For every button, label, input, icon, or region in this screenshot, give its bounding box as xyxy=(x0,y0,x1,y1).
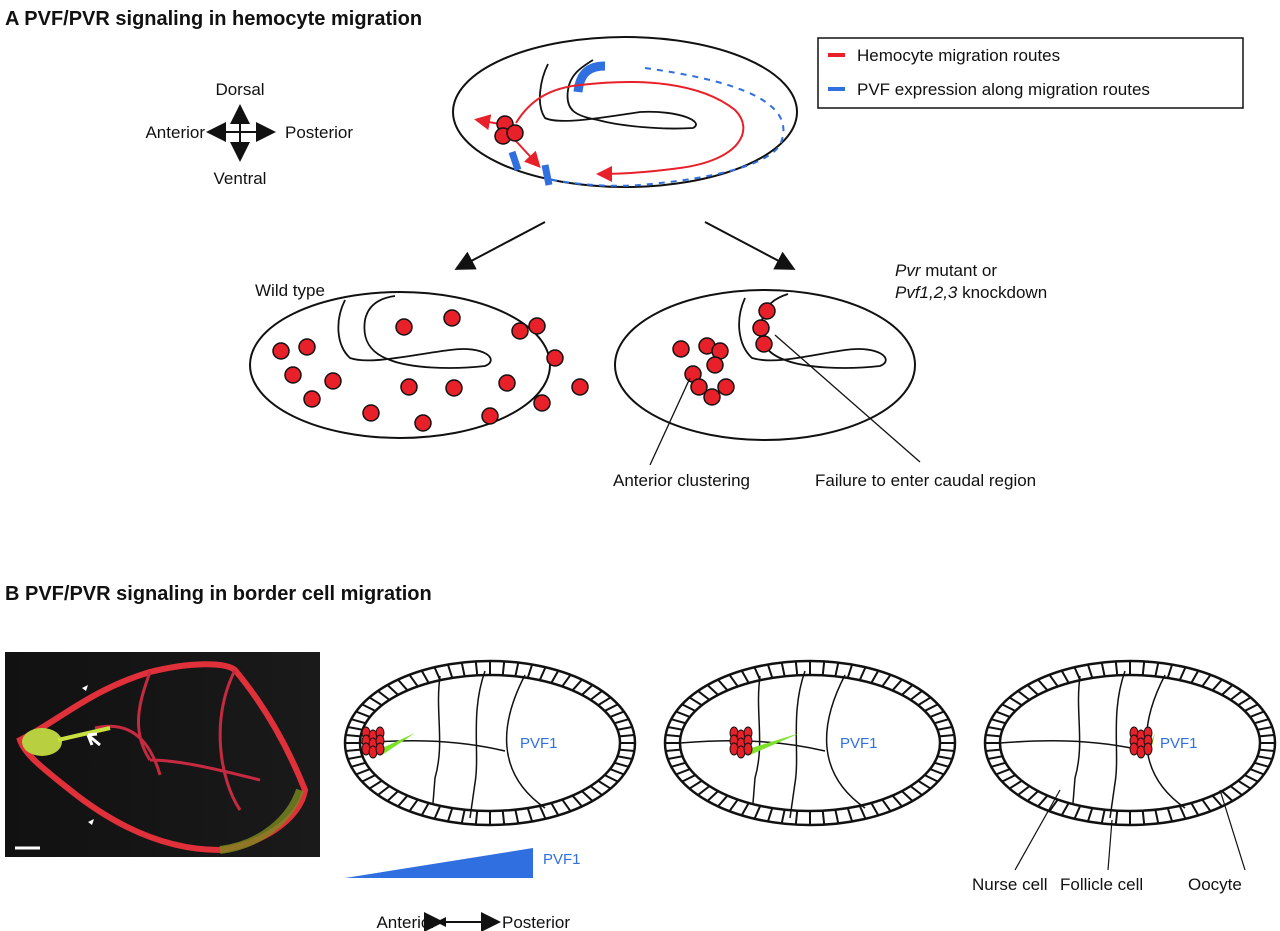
pvf1-label: PVF1 xyxy=(1160,735,1198,752)
egg-chamber-2: PVF1 xyxy=(663,659,957,827)
cell-labels: Nurse cell Follicle cell Oocyte xyxy=(972,789,1246,894)
hemocyte xyxy=(400,378,418,396)
pvf-gradient: PVF1 xyxy=(345,848,581,878)
panel-b-title: B PVF/PVR signaling in border cell migra… xyxy=(5,583,432,605)
hemocyte xyxy=(511,322,529,340)
pvf1-label: PVF1 xyxy=(520,735,558,752)
border-cell xyxy=(743,742,753,756)
egg-chamber-3: PVF1 xyxy=(983,659,1277,827)
hemocyte xyxy=(752,319,770,337)
compass-dorsal: Dorsal xyxy=(215,80,264,99)
hemocyte xyxy=(706,356,724,374)
hemocyte xyxy=(395,318,413,336)
hemocyte xyxy=(703,388,721,406)
hemocyte xyxy=(755,335,773,353)
border-cell xyxy=(1143,742,1153,756)
micrograph xyxy=(5,652,320,857)
hemocyte xyxy=(690,378,708,396)
hemocyte xyxy=(481,407,499,425)
label-nurse-cell: Nurse cell xyxy=(972,875,1048,894)
border-cell-process xyxy=(748,733,800,755)
compass-anterior: Anterior xyxy=(145,123,205,142)
hemocyte xyxy=(298,338,316,356)
hemocyte xyxy=(284,366,302,384)
hemocyte xyxy=(717,378,735,396)
arrow-to-wild-type xyxy=(454,221,546,270)
hemocyte xyxy=(498,374,516,392)
hemocyte xyxy=(546,349,564,367)
border-cell-process xyxy=(380,733,415,755)
hemocyte xyxy=(758,302,776,320)
embryo-mutant xyxy=(614,289,921,466)
ap-axis: Anterior Posterior xyxy=(376,912,570,931)
gradient-label: PVF1 xyxy=(543,851,581,868)
mutant-label-line2: Pvf1,2,3 knockdown xyxy=(895,283,1047,302)
hemocyte xyxy=(272,342,290,360)
hemocyte xyxy=(324,372,342,390)
axis-posterior: Posterior xyxy=(502,913,570,931)
egg-chamber-1: PVF1 xyxy=(343,659,637,827)
legend-label-routes: Hemocyte migration routes xyxy=(857,46,1060,65)
hemocyte xyxy=(528,317,546,335)
annotation-caudal-failure: Failure to enter caudal region xyxy=(815,471,1036,490)
hemocyte xyxy=(506,124,524,142)
wild-type-label: Wild type xyxy=(255,281,325,300)
hemocyte xyxy=(303,390,321,408)
hemocyte xyxy=(533,394,551,412)
compass-posterior: Posterior xyxy=(285,123,353,142)
legend: Hemocyte migration routes PVF expression… xyxy=(817,37,1244,109)
axis-anterior: Anterior xyxy=(376,913,436,931)
hemocyte xyxy=(672,340,690,358)
compass: Dorsal Ventral Anterior Posterior xyxy=(145,80,353,188)
hemocyte xyxy=(445,379,463,397)
hemocyte xyxy=(443,309,461,327)
compass-ventral: Ventral xyxy=(214,169,267,188)
embryo-overview xyxy=(452,36,798,188)
panel-a-title: A PVF/PVR signaling in hemocyte migratio… xyxy=(5,8,422,30)
border-cell xyxy=(375,742,385,756)
pvf1-label: PVF1 xyxy=(840,735,878,752)
label-follicle-cell: Follicle cell xyxy=(1060,875,1143,894)
arrow-to-mutant xyxy=(704,221,796,270)
mutant-label-line1: Pvr mutant or xyxy=(895,261,997,280)
hemocyte xyxy=(414,414,432,432)
embryo-wild-type xyxy=(249,291,589,439)
legend-label-pvf: PVF expression along migration routes xyxy=(857,80,1150,99)
annotation-anterior-clustering: Anterior clustering xyxy=(613,471,750,490)
label-oocyte: Oocyte xyxy=(1188,875,1242,894)
hemocyte xyxy=(362,404,380,422)
hemocyte xyxy=(571,378,589,396)
